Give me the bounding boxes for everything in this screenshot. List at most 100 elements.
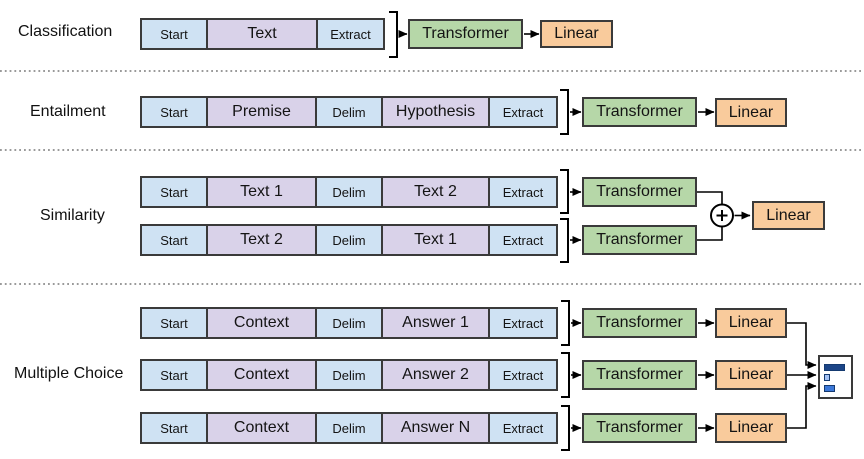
token-cell-extract: Extract — [490, 176, 558, 208]
token-label: Start — [160, 104, 188, 120]
token-cell-start: Start — [140, 359, 208, 391]
output-distribution-box — [818, 355, 853, 399]
token-cell-premise: Premise — [208, 96, 317, 128]
token-cell-text2: Text 2 — [383, 176, 490, 208]
score-bar-2 — [824, 374, 830, 381]
transformer-label: Transformer — [596, 103, 683, 120]
transformer-label: Transformer — [596, 183, 683, 200]
token-label: Text 2 — [240, 231, 283, 248]
section-label-similarity: Similarity — [40, 207, 105, 224]
token-label: Answer N — [400, 419, 471, 436]
token-label: Hypothesis — [395, 103, 476, 120]
linear-box: Linear — [752, 201, 825, 230]
linear-label: Linear — [728, 419, 774, 436]
token-label: Text 1 — [414, 231, 457, 248]
transformer-label: Transformer — [596, 419, 683, 436]
elbow-line — [697, 227, 723, 241]
token-label: Premise — [232, 103, 291, 120]
merge-arrow-icon — [787, 382, 817, 429]
token-cell-delim: Delim — [317, 412, 383, 444]
token-label: Extract — [502, 367, 544, 383]
linear-label: Linear — [728, 366, 774, 383]
token-cell-start: Start — [140, 96, 208, 128]
linear-label: Linear — [728, 314, 774, 331]
token-label: Start — [160, 184, 188, 200]
transformer-box: Transformer — [408, 19, 523, 49]
token-label: Delim — [332, 315, 366, 331]
token-sequence-entailment: Start Premise Delim Hypothesis Extract — [140, 96, 558, 128]
bracket-icon — [561, 352, 570, 398]
score-bar-1 — [824, 364, 845, 371]
token-cell-delim: Delim — [317, 359, 383, 391]
linear-box: Linear — [715, 308, 787, 338]
linear-box: Linear — [715, 413, 787, 443]
section-label-multiple-choice: Multiple Choice — [14, 365, 124, 382]
elbow-line — [697, 191, 723, 204]
linear-label: Linear — [554, 25, 599, 42]
bracket-icon — [560, 218, 569, 263]
token-cell-delim: Delim — [317, 307, 383, 339]
token-cell-start: Start — [140, 176, 208, 208]
token-cell-context: Context — [208, 359, 317, 391]
token-sequence-choice-1: Start Context Delim Answer 1 Extract — [140, 307, 558, 339]
token-cell-extract: Extract — [318, 18, 385, 50]
token-cell-context: Context — [208, 307, 317, 339]
token-label: Answer 2 — [402, 366, 469, 383]
token-cell-extract: Extract — [490, 224, 558, 256]
token-label: Delim — [332, 367, 366, 383]
token-label: Extract — [502, 232, 544, 248]
bracket-icon — [561, 405, 570, 451]
token-cell-extract: Extract — [490, 359, 558, 391]
token-label: Extract — [502, 420, 544, 436]
token-label: Delim — [332, 184, 366, 200]
token-label: Extract — [502, 184, 544, 200]
token-cell-text2: Text 2 — [208, 224, 317, 256]
token-cell-start: Start — [140, 224, 208, 256]
transformer-label: Transformer — [596, 366, 683, 383]
token-cell-hypothesis: Hypothesis — [383, 96, 490, 128]
token-sequence-choice-n: Start Context Delim Answer N Extract — [140, 412, 558, 444]
transformer-box: Transformer — [582, 413, 697, 443]
transformer-box: Transformer — [582, 97, 697, 127]
token-label: Start — [160, 232, 188, 248]
token-cell-text: Text — [208, 18, 318, 50]
token-sequence-similarity-1: Start Text 1 Delim Text 2 Extract — [140, 176, 558, 208]
linear-box: Linear — [715, 360, 787, 390]
token-cell-extract: Extract — [490, 307, 558, 339]
token-label: Context — [233, 419, 290, 436]
token-cell-text1: Text 1 — [208, 176, 317, 208]
token-cell-extract: Extract — [490, 412, 558, 444]
transformer-box: Transformer — [582, 308, 697, 338]
token-sequence-choice-2: Start Context Delim Answer 2 Extract — [140, 359, 558, 391]
token-label: Text — [247, 25, 277, 42]
token-cell-start: Start — [140, 18, 208, 50]
token-label: Context — [233, 314, 290, 331]
bracket-icon — [560, 169, 569, 214]
token-label: Delim — [332, 104, 366, 120]
token-label: Extract — [330, 26, 371, 42]
token-label: Text 2 — [414, 183, 457, 200]
token-cell-start: Start — [140, 412, 208, 444]
token-cell-answer2: Answer 2 — [383, 359, 490, 391]
merge-arrow-icon — [787, 322, 817, 369]
token-cell-text1: Text 1 — [383, 224, 490, 256]
score-bar-3 — [824, 385, 835, 392]
section-label-classification: Classification — [18, 23, 113, 40]
token-cell-delim: Delim — [317, 176, 383, 208]
transformer-box: Transformer — [582, 360, 697, 390]
token-cell-delim: Delim — [317, 96, 383, 128]
token-label: Answer 1 — [402, 314, 469, 331]
linear-box: Linear — [540, 20, 613, 48]
token-cell-extract: Extract — [490, 96, 558, 128]
transformer-label: Transformer — [596, 231, 683, 248]
token-cell-start: Start — [140, 307, 208, 339]
transformer-box: Transformer — [582, 225, 697, 255]
transformer-box: Transformer — [582, 177, 697, 207]
section-label-entailment: Entailment — [30, 103, 106, 120]
bracket-icon — [560, 89, 569, 135]
token-label: Context — [233, 366, 290, 383]
token-label: Delim — [332, 420, 366, 436]
transformer-label: Transformer — [596, 314, 683, 331]
token-cell-delim: Delim — [317, 224, 383, 256]
linear-label: Linear — [766, 206, 811, 224]
